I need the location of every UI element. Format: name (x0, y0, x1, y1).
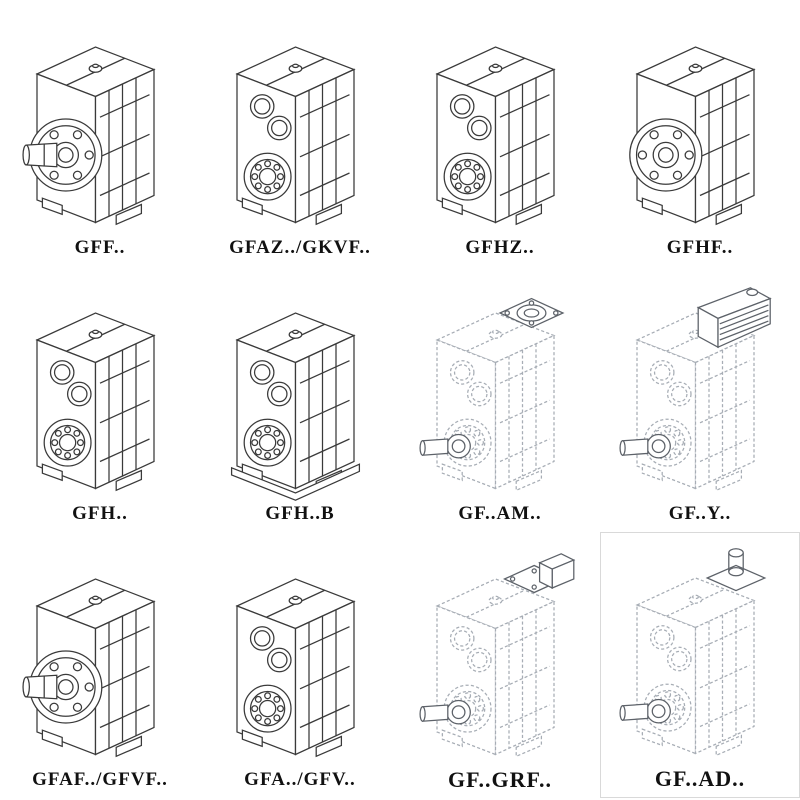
model-label: GFH.. (72, 503, 128, 524)
model-label: GFH..B (265, 503, 335, 524)
model-label: GFHZ.. (465, 237, 535, 258)
gearbox-flange-with-shaft-icon (22, 46, 155, 225)
gearbox-shaft-mounted-icon (236, 46, 355, 225)
model-label: GF..Y.. (668, 503, 732, 524)
model-label: GF..GRF.. (448, 767, 552, 792)
catalog-cell-gfa-gfv: GFA../GFV.. (200, 532, 400, 798)
catalog-cell-gfhz: GFHZ.. (400, 0, 600, 266)
gearbox-with-motor-icon (619, 287, 771, 491)
model-label: GF..AD.. (654, 766, 746, 791)
gearbox-hollow-bore-base-icon (230, 312, 361, 501)
model-label: GFHF.. (666, 237, 734, 258)
gearbox-input-adapter-block-icon (419, 553, 575, 757)
catalog-cell-gf-grf: GF..GRF.. (400, 532, 600, 798)
catalog-cell-gfhf: GFHF.. (600, 0, 800, 266)
gearbox-hollow-bore-icon (36, 312, 155, 491)
catalog-cell-gfh-b: GFH..B (200, 266, 400, 532)
gearbox-top-input-adapter-icon (619, 548, 766, 756)
gearbox-flange-hollow-icon (629, 46, 755, 225)
model-label: GFAF../GFVF.. (32, 769, 168, 790)
model-label: GF..AM.. (458, 503, 542, 524)
model-label: GFAZ../GKVF.. (229, 237, 371, 258)
catalog-cell-gfaz-gkvf: GFAZ../GKVF.. (200, 0, 400, 266)
model-label: GFA../GFV.. (244, 769, 356, 790)
catalog-cell-gff: GFF.. (0, 0, 200, 266)
catalog-cell-gfh: GFH.. (0, 266, 200, 532)
gearbox-motor-flange-adapter-icon (419, 297, 564, 491)
gearbox-shaft-mounted-icon (436, 46, 555, 225)
catalog-cell-gf-ad: GF..AD.. (600, 532, 800, 798)
catalog-cell-gfaf-gfvf: GFAF../GFVF.. (0, 532, 200, 798)
catalog-cell-gf-y: GF..Y.. (600, 266, 800, 532)
gearbox-hollow-bore-icon (236, 578, 355, 757)
catalog-cell-gf-am: GF..AM.. (400, 266, 600, 532)
gearbox-flange-with-shaft-icon (22, 578, 155, 757)
model-label: GFF.. (74, 237, 126, 258)
